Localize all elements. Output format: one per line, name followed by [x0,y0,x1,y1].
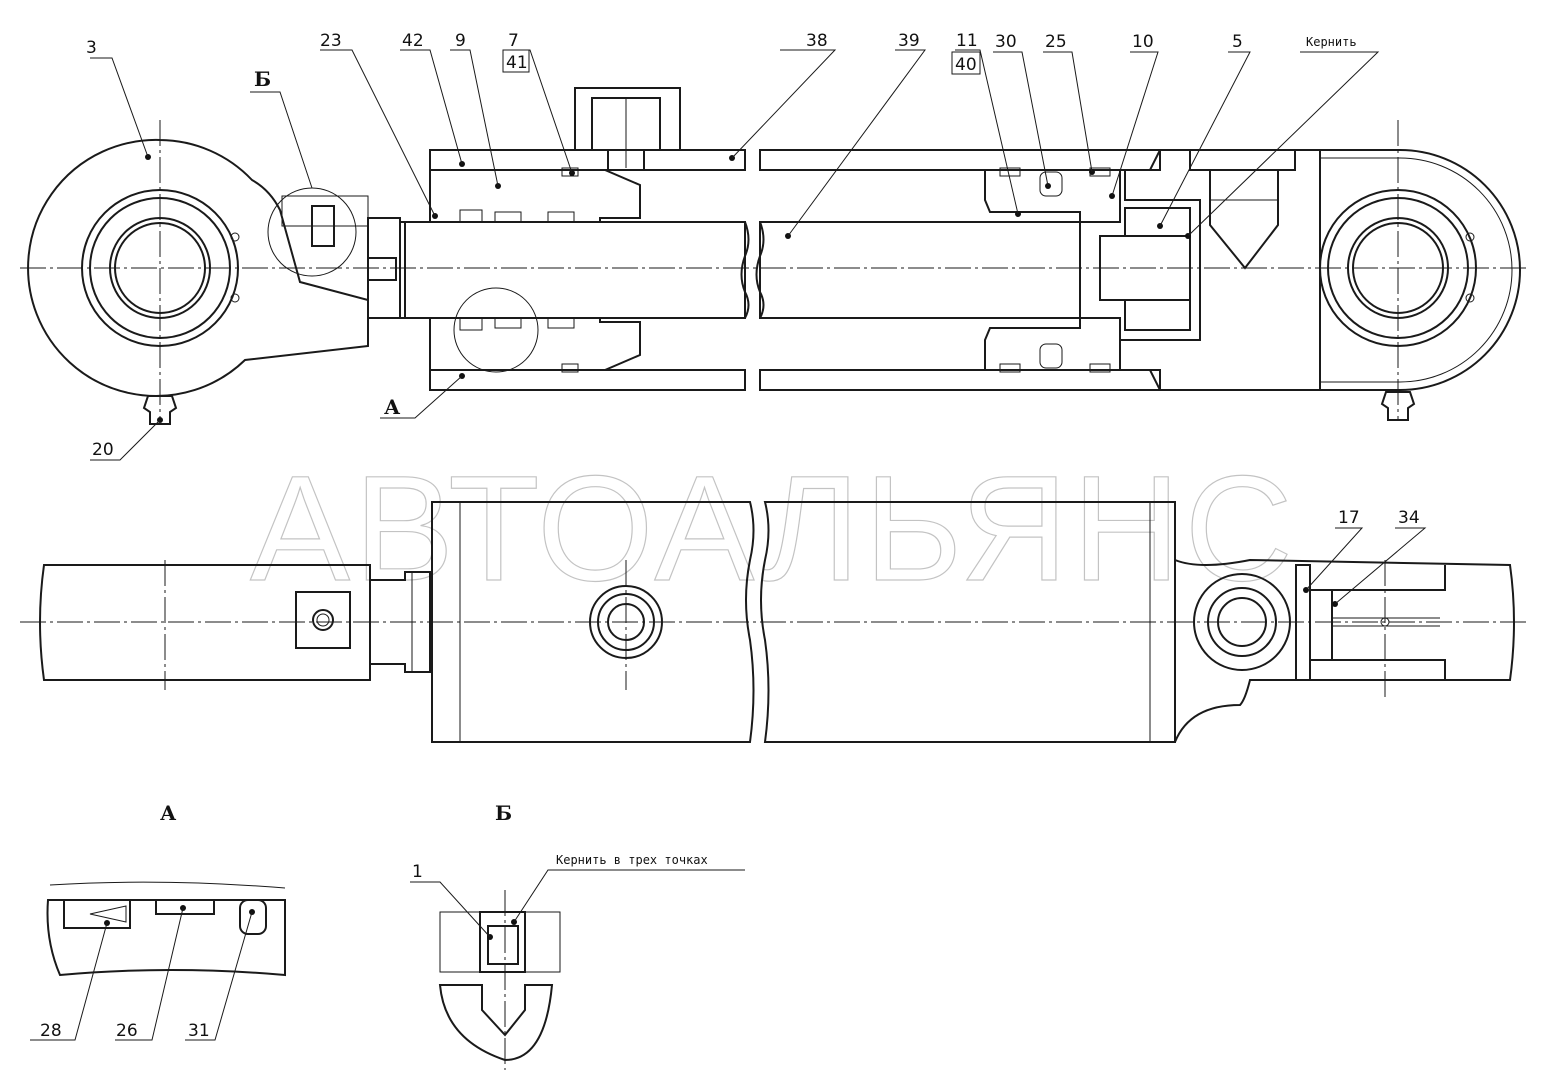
watermark: АВТОАЛЬЯНС [250,444,1297,612]
view-label-a-marker: А [384,395,401,419]
external-view [20,501,1530,743]
right-eye [1319,149,1521,421]
view-label-b-marker: Б [254,67,271,91]
callout-28: 28 [40,1021,62,1041]
callout-38: 38 [806,31,828,51]
detail-b [410,869,745,1070]
note-kernit: Кернить [1306,35,1357,49]
gland [429,167,641,373]
callout-39: 39 [898,31,920,51]
left-eye [27,138,401,425]
callout-17: 17 [1338,508,1360,528]
note-kernit-three: Кернить в трех точках [556,853,708,867]
callout-26: 26 [116,1021,138,1041]
callout-3: 3 [86,38,97,58]
callout-42: 42 [402,31,424,51]
section-view [20,49,1530,461]
callout-5: 5 [1232,32,1243,52]
callout-7: 7 [508,31,519,51]
callout-40: 40 [955,55,977,75]
callout-34: 34 [1398,508,1420,528]
rod [399,221,1081,319]
callout-23: 23 [320,31,342,51]
callout-30: 30 [995,32,1017,52]
detail-a [30,881,286,1041]
callout-1: 1 [412,862,423,882]
callout-9: 9 [455,31,466,51]
callout-11: 11 [956,31,978,51]
view-title-b: Б [495,801,512,825]
view-title-a: А [160,801,177,825]
tube [429,87,1161,391]
callout-31: 31 [188,1021,210,1041]
rear-head [1099,149,1321,391]
callout-25: 25 [1045,32,1067,52]
callout-20: 20 [92,440,114,460]
callout-41: 41 [506,53,528,73]
callout-10: 10 [1132,32,1154,52]
